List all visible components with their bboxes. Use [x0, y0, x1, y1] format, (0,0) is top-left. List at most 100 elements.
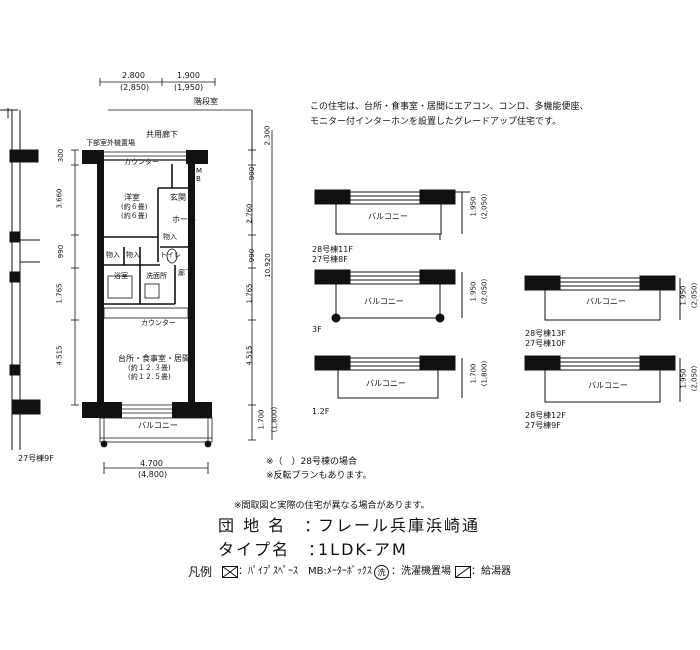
- dim-top-right-alt: (1,950): [174, 83, 204, 92]
- variant-2-dim: 1.950: [469, 281, 478, 302]
- note-reverse: ※反転プランもあります。: [266, 471, 372, 481]
- dim-left-1765: 1.765: [55, 283, 64, 304]
- balcony-label: バルコニー: [138, 421, 178, 430]
- note-disclaimer: ※間取図と実際の住宅が異なる場合があります。: [234, 501, 430, 511]
- washroom-label: 洗面所: [146, 272, 167, 280]
- meter-box-label: M B: [196, 167, 203, 183]
- legend-title: 凡例: [188, 565, 213, 579]
- hallway-label: 廊下: [178, 269, 192, 277]
- stairs-label: 階段室: [194, 97, 218, 106]
- bathtub: [107, 275, 133, 299]
- variant-3-balcony-label: バルコニー: [366, 379, 406, 388]
- western-room-label: 洋室: [124, 193, 140, 202]
- variant-4-dim-alt: (2,050): [690, 282, 699, 309]
- dim-left-4515: 4.515: [55, 345, 64, 366]
- dim-left-3660: 3.660: [55, 188, 64, 209]
- variant-5-caption-1: 28号棟12F: [525, 411, 566, 420]
- left-section-strip: [0, 108, 41, 450]
- pipe-space-icon: [222, 566, 238, 578]
- storage-label-1: 物入: [163, 233, 177, 241]
- dim-right-10920: 10.920: [263, 253, 272, 278]
- outer-walls: [82, 150, 212, 418]
- ldk-size-b: (約１２.５畳): [128, 373, 171, 381]
- dim-left-300: 300: [57, 148, 66, 163]
- variant-1-caption-2: 27号棟8F: [312, 255, 348, 264]
- dim-top-left-alt: (2,850): [120, 83, 150, 92]
- balcony-outline: [99, 417, 213, 448]
- legend-meter-box: MB:ﾒｰﾀｰﾎﾞｯｸｽ: [308, 566, 372, 577]
- dim-right-990: 990: [248, 248, 257, 263]
- dim-top-left: 2.800: [122, 71, 145, 80]
- variant-5-dim-alt: (2,050): [690, 365, 699, 392]
- dim-right-1700: 1.700: [257, 409, 266, 430]
- variant-3-dim: 1.700: [469, 363, 478, 384]
- dim-right-1800: (1,800): [270, 406, 279, 433]
- type-name-value: 1LDK-アM: [318, 540, 408, 559]
- variant-4-caption-1: 28号棟13F: [525, 329, 566, 338]
- variant-5-caption-2: 27号棟9F: [525, 421, 561, 430]
- interior-walls: [104, 164, 188, 305]
- type-name-label: タイプ名 ：: [218, 540, 327, 559]
- dim-right-2300: 2.300: [263, 125, 272, 146]
- dim-left-990: 990: [57, 244, 66, 259]
- water-heater-icon: [455, 566, 471, 578]
- bottom-window: [122, 404, 172, 414]
- variant-balcony-3: [314, 355, 463, 399]
- variant-balcony-4: [524, 275, 681, 321]
- counter-bottom-label: カウンター: [141, 319, 176, 327]
- bath-label: 浴室: [114, 272, 128, 280]
- variant-3-dim-alt: (1,800): [480, 360, 489, 387]
- dim-right-1765: 1.765: [245, 283, 254, 304]
- dim-bottom-alt: (4,800): [138, 470, 168, 479]
- ldk-label: 台所・食事室・居間: [118, 354, 190, 363]
- variant-4-dim: 1.950: [679, 285, 688, 306]
- dim-right-4515: 4.515: [245, 345, 254, 366]
- bottom-dimension-line: [103, 462, 209, 474]
- variant-5-balcony-label: バルコニー: [588, 381, 628, 390]
- variant-2-dim-alt: (2,050): [480, 278, 489, 305]
- note-28: ※（ ）28号棟の場合: [266, 457, 357, 467]
- variant-balcony-2: [314, 269, 463, 323]
- western-room-size-a: (約６畳): [121, 203, 148, 211]
- dim-top-right: 1.900: [177, 71, 200, 80]
- legend-washer: ：洗濯機置場: [391, 566, 451, 577]
- wash-basin: [144, 283, 160, 299]
- western-room-size-b: (約６畳): [121, 212, 148, 220]
- dim-bottom: 4.700: [140, 459, 163, 468]
- top-window: [104, 151, 186, 157]
- kitchen-counter: [103, 307, 189, 319]
- storage-label-3: 物入: [126, 251, 140, 259]
- variant-2-caption-1: 3F: [312, 325, 322, 334]
- variant-1-dim: 1.950: [469, 196, 478, 217]
- variant-4-balcony-label: バルコニー: [586, 297, 626, 306]
- feature-note-line2: モニター付インターホンを設置したグレードアップ住宅です。: [310, 117, 562, 127]
- complex-name-value: フレール兵庫浜崎通: [318, 516, 481, 535]
- entrance-label: 玄関: [170, 193, 186, 202]
- variant-1-balcony-label: バルコニー: [368, 212, 408, 221]
- variant-4-caption-2: 27号棟10F: [525, 339, 566, 348]
- variant-3-caption-1: 1.2F: [312, 407, 330, 416]
- toilet-fixture: [166, 248, 178, 264]
- left-dimension-chain: [71, 149, 79, 406]
- legend-water-heater: ：給湯器: [471, 566, 511, 577]
- variant-balcony-5: [524, 355, 681, 403]
- variant-1-caption-1: 28号棟11F: [312, 245, 353, 254]
- dim-right-900: 900: [248, 166, 257, 181]
- ldk-size-a: (約１２.３畳): [128, 364, 171, 372]
- variant-1-dim-alt: (2,050): [480, 193, 489, 220]
- variant-5-dim: 1.950: [679, 368, 688, 389]
- storage-label-2: 物入: [106, 251, 120, 259]
- building-floor-label: 27号棟9F: [18, 454, 54, 463]
- washer-icon: 洗: [374, 565, 389, 580]
- right-dimension-chains: [248, 110, 273, 441]
- legend-pipe-space: ：ﾊﾟｲﾌﾟｽﾍﾟｰｽ: [238, 566, 298, 577]
- variant-balcony-1: [314, 189, 470, 240]
- exterior-storage-label: 下部室外機置場: [86, 139, 135, 147]
- corridor-label: 共用廊下: [146, 130, 178, 139]
- variant-2-balcony-label: バルコニー: [364, 297, 404, 306]
- counter-top-label: カウンター: [124, 158, 159, 166]
- feature-note-line1: この住宅は、台所・食事室・居間にエアコン、コンロ、多機能便座、: [310, 102, 589, 112]
- toilet-label: トイレ: [160, 251, 181, 259]
